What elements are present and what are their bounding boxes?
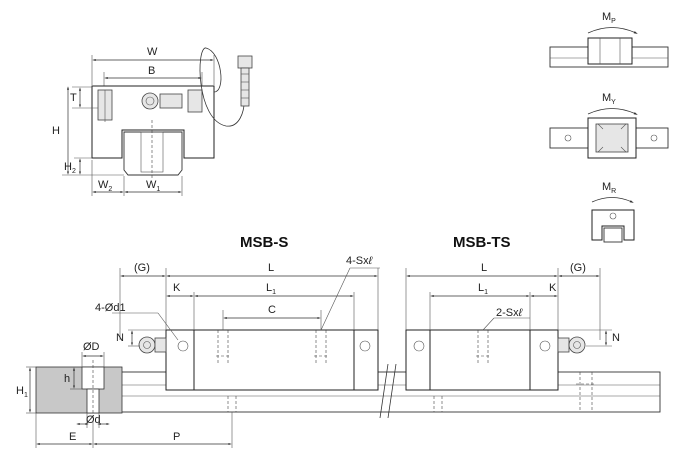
dim-K-right-label: K — [549, 282, 557, 294]
moment-mp-block — [587, 37, 633, 65]
dim-L1-left-label: L1 — [266, 282, 276, 296]
title-msb-ts: MSB-TS — [453, 234, 511, 251]
dim-H-label: H — [52, 125, 60, 137]
grease-fitting-icon — [141, 92, 159, 110]
rotation-arrow-icon — [591, 197, 634, 203]
title-msb-s: MSB-S — [240, 234, 288, 251]
carriage-msb-ts — [429, 329, 531, 391]
carriage-msb-ts-end-seal-left — [405, 329, 431, 391]
break-mark — [379, 363, 389, 419]
dim-H2-label: H2 — [64, 161, 76, 175]
moment-mr-block — [591, 209, 635, 241]
dim-H1-label: H1 — [16, 385, 28, 399]
moment-my-label: MY — [602, 92, 616, 106]
rotation-arrow-icon — [587, 108, 638, 115]
rail-end-section — [35, 366, 123, 414]
moment-my: MY — [549, 92, 669, 159]
carriage-msb-ts-end-seal-right — [529, 329, 559, 391]
dim-N-right-label: N — [612, 332, 620, 344]
section-view: W B T H H2 — [52, 46, 253, 196]
dim-K-left-label: K — [173, 282, 181, 294]
dim-od-label: Ød — [86, 414, 101, 426]
dim-P-label: P — [173, 431, 180, 443]
dim-W-label: W — [147, 46, 158, 58]
dim-W1-label: W1 — [146, 179, 160, 193]
carriage-msb-s-end-seal-right — [353, 329, 379, 391]
dim-G-right-label: (G) — [570, 262, 586, 274]
moment-mp-label: MP — [602, 11, 616, 25]
carriage-block-section — [91, 85, 215, 159]
dim-T-label: T — [70, 92, 77, 104]
grease-nipple-right-icon — [568, 336, 586, 354]
holes-4d1-label: 4-Ød1 — [95, 302, 126, 314]
dim-L-right-label: L — [481, 262, 487, 274]
dim-C-label: C — [268, 304, 276, 316]
dim-N-left-label: N — [116, 332, 124, 344]
mounting-hole-right — [187, 89, 203, 113]
moment-mr-label: MR — [602, 181, 616, 195]
grease-nipple-left-icon — [138, 336, 156, 354]
rail-section — [123, 131, 183, 176]
rotation-arrow-icon — [587, 27, 638, 34]
dim-h-label: h — [64, 373, 70, 385]
rail-side-view: (G) L L1 K C 4-Sxℓ 4-Ød1 N L — [16, 255, 661, 448]
cap-screw-icon — [237, 55, 253, 69]
tap-4-label: 4-Sxℓ — [346, 255, 373, 267]
dim-OD-label: ØD — [83, 341, 100, 353]
moment-mr: MR — [591, 181, 635, 243]
dim-E-label: E — [69, 431, 76, 443]
tap-2-label: 2-Sxℓ — [496, 307, 523, 319]
dim-L1-right-label: L1 — [478, 282, 488, 296]
carriage-msb-s — [193, 329, 355, 391]
dim-B-label: B — [148, 65, 155, 77]
moment-mp: MP — [549, 11, 669, 68]
dim-L-left-label: L — [268, 262, 274, 274]
carriage-msb-s-end-seal-left — [165, 329, 195, 391]
dim-W2-label: W2 — [98, 179, 112, 193]
dim-G-left-label: (G) — [134, 262, 150, 274]
